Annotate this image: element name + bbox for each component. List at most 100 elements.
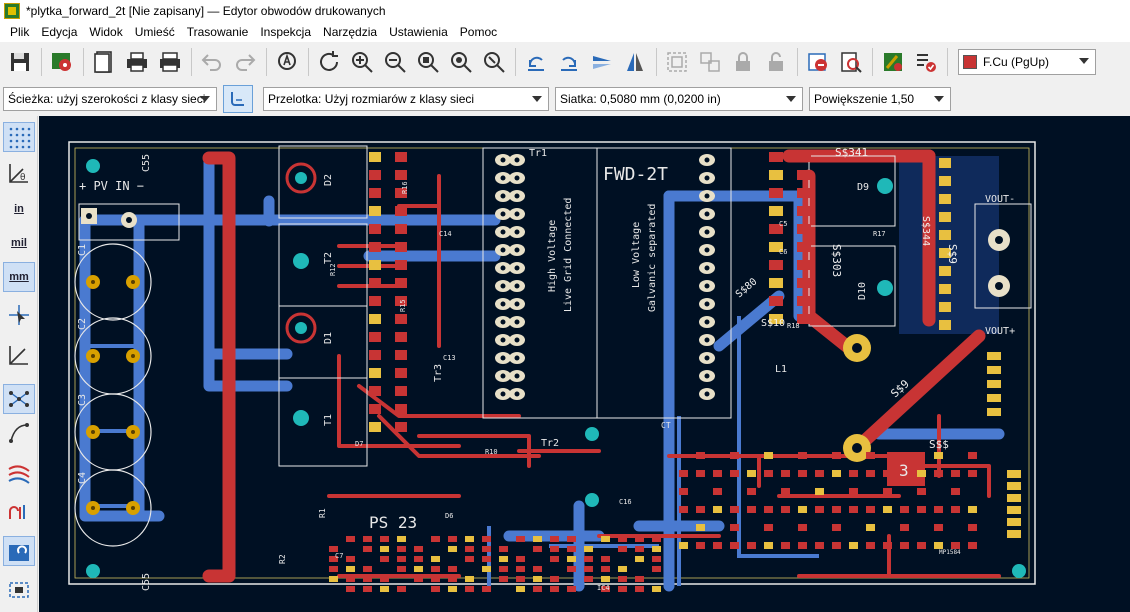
smd-pad xyxy=(567,556,576,562)
menu-ustawienia[interactable]: Ustawienia xyxy=(389,25,448,39)
track-width-select[interactable]: Ścieżka: użyj szerokości z klasy sieci xyxy=(3,87,217,111)
units-mil-button[interactable]: mil xyxy=(3,228,35,258)
menu-narzedzia[interactable]: Narzędzia xyxy=(323,25,378,39)
lock-button[interactable] xyxy=(727,46,759,78)
smd-pad xyxy=(730,506,739,513)
smd-pad xyxy=(395,386,407,396)
smd-pad xyxy=(1007,482,1021,490)
smd-pad xyxy=(482,566,491,572)
mirror-v-button[interactable] xyxy=(586,46,618,78)
smd-pad xyxy=(764,542,773,549)
high-contrast-button[interactable] xyxy=(3,458,35,488)
menu-inspekcja[interactable]: Inspekcja xyxy=(260,25,312,39)
zoom-out-button[interactable] xyxy=(379,46,411,78)
smd-pad xyxy=(550,576,559,582)
net-color-button[interactable] xyxy=(3,496,35,526)
net-label-s344: S$344 xyxy=(920,216,931,246)
label-c14: C14 xyxy=(439,230,452,238)
smd-pad xyxy=(533,586,542,592)
units-mm-button[interactable]: mm xyxy=(3,262,35,292)
layer-selector[interactable]: F.Cu (PgUp) xyxy=(958,49,1096,75)
angle-constraint-button[interactable] xyxy=(3,340,35,370)
rotate-ccw-button[interactable] xyxy=(520,46,552,78)
smd-pad xyxy=(431,586,440,592)
group-button[interactable] xyxy=(661,46,693,78)
smd-pad xyxy=(987,380,1001,388)
smd-pad xyxy=(465,576,474,582)
smd-pad xyxy=(696,524,705,531)
smd-pad xyxy=(769,296,783,306)
rotate-cw-button[interactable] xyxy=(553,46,585,78)
print-button[interactable] xyxy=(121,46,153,78)
redraw-button[interactable] xyxy=(313,46,345,78)
redo-button[interactable] xyxy=(229,46,261,78)
menu-pomoc[interactable]: Pomoc xyxy=(459,25,498,39)
zoom-objects-button[interactable] xyxy=(445,46,477,78)
toolbar-separator xyxy=(656,48,657,76)
label-d6: D6 xyxy=(445,512,453,520)
toolbar-separator xyxy=(872,48,873,76)
cursor-style-button[interactable] xyxy=(3,300,35,330)
smd-pad xyxy=(798,542,807,549)
smd-pad xyxy=(533,576,542,582)
smd-pad xyxy=(815,506,824,513)
smd-pad xyxy=(363,576,372,582)
smd-pad xyxy=(346,556,355,562)
pcb-canvas[interactable]: + PV IN − C55 C55 C1 C2 C3 C4 D2 D1 T1 T… xyxy=(39,116,1130,612)
board-setup-button[interactable] xyxy=(46,46,78,78)
transistor-outlines xyxy=(278,145,368,467)
ungroup-button[interactable] xyxy=(694,46,726,78)
plot-button[interactable] xyxy=(154,46,186,78)
smd-pad xyxy=(380,586,389,592)
unlock-button[interactable] xyxy=(760,46,792,78)
smd-pad xyxy=(764,452,773,459)
menu-edycja[interactable]: Edycja xyxy=(41,25,78,39)
smd-pad xyxy=(465,546,474,552)
menu-widok[interactable]: Widok xyxy=(89,25,123,39)
mirror-h-button[interactable] xyxy=(619,46,651,78)
toolbar-separator xyxy=(308,48,309,76)
auto-track-width-button[interactable] xyxy=(223,85,253,113)
smd-pad xyxy=(883,506,892,513)
scripting-button[interactable] xyxy=(877,46,909,78)
menu-trasowanie[interactable]: Trasowanie xyxy=(186,25,249,39)
zoom-in-button[interactable] xyxy=(346,46,378,78)
smd-pad xyxy=(798,506,807,513)
units-inch-button[interactable]: in xyxy=(3,194,35,224)
smd-pad xyxy=(567,536,576,542)
toolbar-separator xyxy=(515,48,516,76)
update-pcb-button[interactable] xyxy=(802,46,834,78)
menu-umiesc[interactable]: Umieść xyxy=(134,25,175,39)
smd-pad xyxy=(866,470,875,477)
find-button[interactable] xyxy=(271,46,303,78)
menu-plik[interactable]: Plik xyxy=(10,25,30,39)
smd-pad xyxy=(769,242,783,252)
page-settings-button[interactable] xyxy=(88,46,120,78)
curved-ratsnest-button[interactable] xyxy=(3,418,35,448)
smd-pad xyxy=(764,524,773,531)
smd-pad xyxy=(939,284,951,294)
smd-pad xyxy=(797,206,811,216)
smd-pad xyxy=(369,368,381,378)
toolbar-separator xyxy=(947,48,948,76)
smd-pad xyxy=(380,576,389,582)
checklist-button[interactable] xyxy=(910,46,942,78)
via-size-select[interactable]: Przelotka: Użyj rozmiarów z klasy sieci xyxy=(263,87,549,111)
smd-pad xyxy=(584,576,593,582)
smd-pad xyxy=(652,556,661,562)
polar-coords-button[interactable]: θ xyxy=(3,158,35,188)
drc-button[interactable] xyxy=(835,46,867,78)
zone-display-button[interactable] xyxy=(3,536,35,566)
grid-select[interactable]: Siatka: 0,5080 mm (0,0200 in) xyxy=(555,87,803,111)
net-label-s9-a: S$9 xyxy=(946,244,959,264)
undo-button[interactable] xyxy=(196,46,228,78)
save-button[interactable] xyxy=(4,46,36,78)
grid-toggle-button[interactable] xyxy=(3,122,35,152)
ratsnest-button[interactable] xyxy=(3,384,35,414)
net-label-s303: S$303 xyxy=(830,244,843,277)
zoom-fit-button[interactable] xyxy=(412,46,444,78)
zoom-selection-button[interactable] xyxy=(478,46,510,78)
zone-outline-button[interactable] xyxy=(3,574,35,604)
units-mm-label: mm xyxy=(9,271,29,283)
zoom-select[interactable]: Powiększenie 1,50 xyxy=(809,87,951,111)
